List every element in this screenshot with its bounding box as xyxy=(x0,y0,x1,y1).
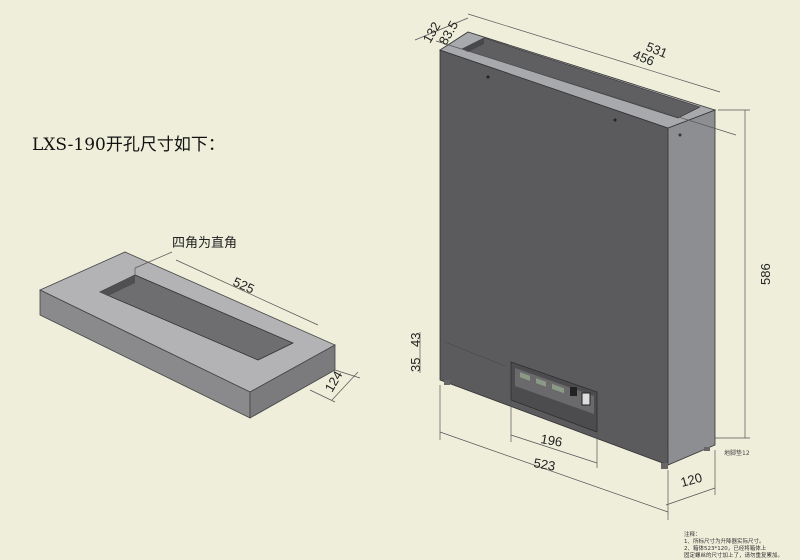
port-offset-dim-1: 35 xyxy=(408,358,423,372)
corner-note: 四角为直角 xyxy=(172,236,237,251)
cutout-hole xyxy=(99,274,294,361)
note-line-3: 固定螺丝的尺寸加上了，请勿重复累加。 xyxy=(684,551,783,559)
serial-port xyxy=(552,383,564,394)
cutout-length-dim: 525 xyxy=(231,274,257,297)
notes: 注释： 1、所标尺寸为升降器实际尺寸。 2、箱体523*120，已经将箱体上 固… xyxy=(684,530,783,559)
drawing-title: LXS-190开孔尺寸如下： xyxy=(32,135,225,155)
cutout-slab xyxy=(39,251,336,419)
length-dim: 523 xyxy=(532,455,556,474)
foot-label: 地脚垫12 xyxy=(724,449,750,457)
box-side-face xyxy=(667,109,716,466)
note-line-1: 1、所标尺寸为升降器实际尺寸。 xyxy=(684,537,765,545)
box-top-opening xyxy=(461,37,701,119)
lift-box xyxy=(439,31,717,469)
note-line-2: 2、箱体523*120，已经将箱体上 xyxy=(684,544,767,552)
serial-port xyxy=(536,378,546,387)
port-width-dim: 196 xyxy=(539,431,563,450)
notes-heading: 注释： xyxy=(684,530,701,538)
foot xyxy=(661,463,668,469)
foot xyxy=(704,447,710,451)
foot xyxy=(444,380,450,385)
serial-port xyxy=(520,372,530,381)
port-offset-dim-2: 43 xyxy=(408,333,423,347)
depth-dim: 120 xyxy=(679,470,704,490)
height-dim: 586 xyxy=(758,263,773,285)
power-socket xyxy=(581,392,591,406)
usb-port xyxy=(570,387,577,396)
